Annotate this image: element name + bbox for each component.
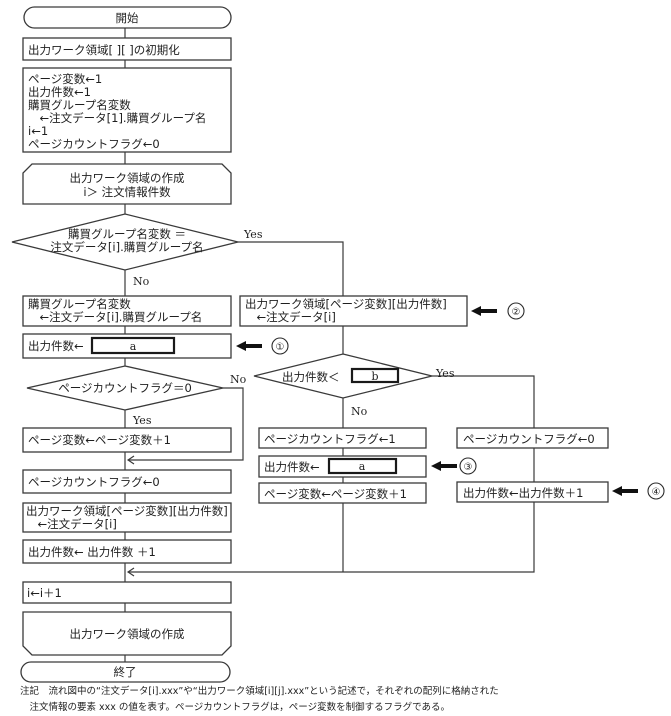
flag-reset-label: ページカウントフラグ←0 [28,475,160,489]
decision1-line: 注文データ[i].購買グループ名 [50,240,203,254]
connector-lines [124,28,535,662]
assign-group-process: 購買グループ名変数 ←注文データ[i].購買グループ名 [22,295,232,327]
blank-a-box [327,457,398,475]
flag-decision-label: ページカウントフラグ＝0 [58,381,192,395]
count-assign-label: 出力件数← [264,460,320,474]
decision-count-less-b: 出力件数＜ b Yes No [253,353,455,418]
count-decision-label: 出力件数＜ [282,370,340,384]
start-terminal: 開始 [23,6,232,29]
marker-3: ③ [431,457,477,475]
setup-line: ページ変数←1 [28,72,102,86]
count-increment-process-right: 出力件数←出力件数＋1 [456,481,609,503]
yes-label: Yes [243,228,263,241]
page-increment-process: ページ変数←ページ変数＋1 [22,427,232,453]
loop-start-label: 出力ワーク領域の作成 [70,171,185,185]
setup-line: ←注文データ[1].購買グループ名 [28,111,206,125]
count-inc-label: 出力件数←出力件数＋1 [463,486,583,500]
blank-a-label: a [130,340,137,353]
marker-4: ④ [612,482,665,500]
marker-1: ① [236,337,289,355]
setup-line: 購買グループ名変数 [28,98,131,112]
assign-group-line: 購買グループ名変数 [28,297,131,311]
flag-reset-process: ページカウントフラグ←0 [22,469,232,494]
count-inc-label: 出力件数← 出力件数 ＋1 [28,545,156,559]
blank-b-label: b [371,370,378,383]
store-order-process-left: 出力ワーク領域[ページ変数][出力件数] ←注文データ[i] [22,502,232,533]
count-assign-a-process-right: 出力件数← a [258,455,427,478]
marker-arrow-icon [236,341,262,351]
setup-line: 出力件数←1 [28,85,91,99]
i-inc-label: i←i＋1 [27,586,62,600]
setup-line: ページカウントフラグ←0 [28,137,160,151]
count-increment-process-left: 出力件数← 出力件数 ＋1 [22,539,232,564]
yes-label: Yes [132,414,152,427]
store-line: 出力ワーク領域[ページ変数][出力件数] [245,297,447,311]
footnote: 注記 流れ図中の“注文データ[i].xxx”や“出力ワーク領域[i][j].xx… [20,685,499,713]
marker-number: ③ [464,462,473,473]
blank-a-box [90,336,176,355]
decision-page-flag: ページカウントフラグ＝0 No Yes [26,365,247,427]
loop-start: 出力ワーク領域の作成 i＞ 注文情報件数 [22,163,232,205]
end-terminal: 終了 [20,661,231,683]
note-line: 注記 流れ図中の“注文データ[i].xxx”や“出力ワーク領域[i][j].xx… [20,685,499,697]
i-increment-process: i←i＋1 [22,581,232,604]
marker-arrow-icon [471,306,497,316]
assign-group-line: ←注文データ[i].購買グループ名 [28,310,202,324]
no-label: No [133,275,150,288]
decision1-line: 購買グループ名変数 ＝ [68,227,186,241]
loop-end: 出力ワーク領域の作成 [22,611,232,656]
marker-number: ② [512,307,521,318]
loop-condition-label: i＞ 注文情報件数 [83,185,171,199]
page-inc-label: ページ変数←ページ変数＋1 [28,433,171,447]
store-line: ←注文データ[i] [245,310,336,324]
marker-arrow-icon [612,486,638,496]
flag-set-label: ページカウントフラグ←1 [264,432,396,446]
flag-reset-process-right: ページカウントフラグ←0 [456,427,609,449]
store-line: ←注文データ[i] [26,517,117,531]
store-line: 出力ワーク領域[ページ変数][出力件数] [26,504,228,518]
marker-number: ① [276,342,285,353]
page-increment-process-right: ページ変数←ページ変数＋1 [258,482,427,504]
marker-number: ④ [652,487,661,498]
flag-reset-label: ページカウントフラグ←0 [463,432,595,446]
count-assign-label: 出力件数← [28,339,84,353]
yes-label: Yes [435,367,455,380]
no-label: No [230,373,247,386]
marker-arrow-icon [431,461,457,471]
flag-set-process: ページカウントフラグ←1 [258,427,427,449]
decision-group-name: 購買グループ名変数 ＝ 注文データ[i].購買グループ名 Yes No [11,213,263,288]
end-label: 終了 [114,665,137,679]
setup-process: ページ変数←1 出力件数←1 購買グループ名変数 ←注文データ[1].購買グルー… [22,67,232,153]
store-order-process-right: 出力ワーク領域[ページ変数][出力件数] ←注文データ[i] [239,295,468,327]
blank-b-box [350,367,400,384]
init-process: 出力ワーク領域[ ][ ]の初期化 [22,37,232,61]
init-label: 出力ワーク領域[ ][ ]の初期化 [28,43,180,57]
page-inc-label: ページ変数←ページ変数＋1 [264,487,407,501]
note-line: 注文情報の要素 xxx の値を表す。ページカウントフラグは，ページ変数を制御する… [20,701,450,713]
blank-a-label: a [359,460,366,473]
start-label: 開始 [116,11,139,25]
no-label: No [351,405,368,418]
setup-line: i←1 [28,124,48,138]
loop-end-label: 出力ワーク領域の作成 [70,627,185,641]
count-assign-a-process: 出力件数← a [22,333,232,359]
marker-2: ② [471,302,525,320]
